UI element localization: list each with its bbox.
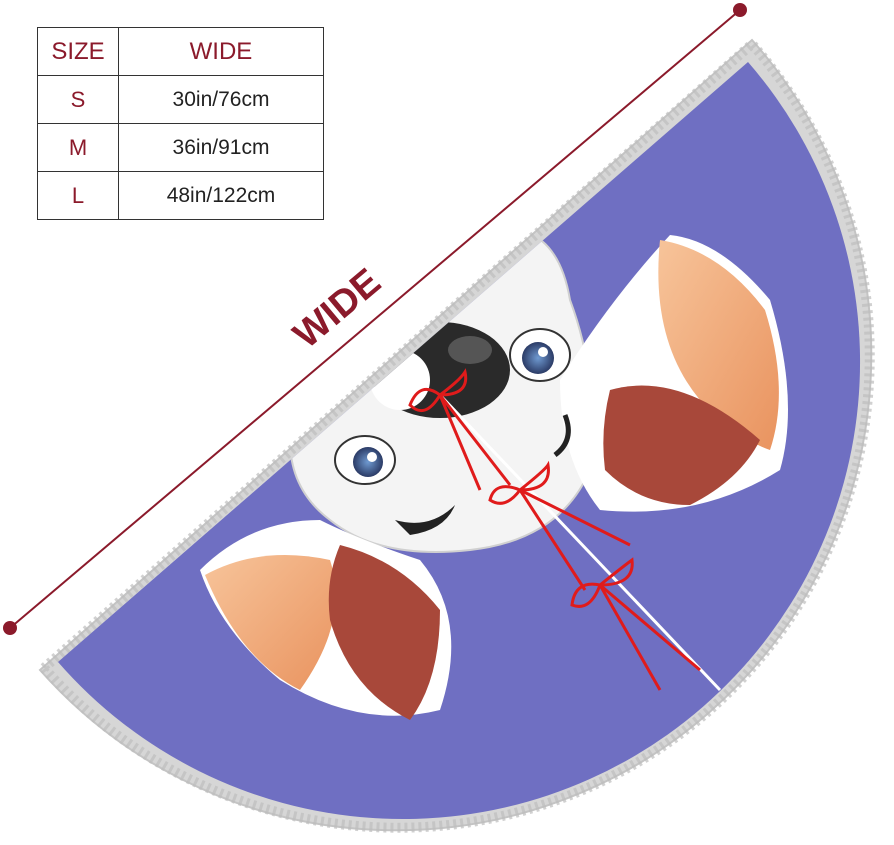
size-cell: L (37, 171, 119, 220)
size-header: SIZE (37, 27, 119, 76)
dog-ear-right-outer (658, 240, 779, 450)
dimension-endpoint-top (733, 3, 747, 17)
size-chart-row: M 36in/91cm (37, 123, 324, 172)
size-chart-row: L 48in/122cm (37, 171, 324, 220)
size-cell: S (37, 75, 119, 124)
ribbon-ties (408, 368, 701, 691)
nose-highlight (448, 336, 492, 364)
wide-cell: 48in/122cm (118, 171, 324, 220)
wide-cell: 36in/91cm (118, 123, 324, 172)
dog-ear-left-inner (328, 545, 440, 720)
dog-ear-right-inner (603, 385, 760, 505)
size-chart-header-row: SIZE WIDE (37, 27, 324, 76)
size-chart-table: SIZE WIDE S 30in/76cm M 36in/91cm L 48in… (37, 27, 324, 220)
size-cell: M (37, 123, 119, 172)
dog-ear-left-outer (205, 555, 336, 690)
eye-highlight-left (367, 452, 377, 462)
wide-header: WIDE (118, 27, 324, 76)
eye-iris-right (522, 342, 554, 374)
dimension-endpoint-bottom (3, 621, 17, 635)
dog-mouth-right (553, 414, 571, 457)
eye-highlight-right (538, 347, 548, 357)
dog-mouth (395, 505, 455, 535)
skirt-opening (438, 393, 722, 692)
fringe-texture (36, 36, 875, 833)
size-chart-row: S 30in/76cm (37, 75, 324, 124)
dimension-label: WIDE (286, 261, 389, 357)
wide-cell: 30in/76cm (118, 75, 324, 124)
dimension-line (9, 9, 741, 629)
eye-iris-left (353, 447, 383, 477)
